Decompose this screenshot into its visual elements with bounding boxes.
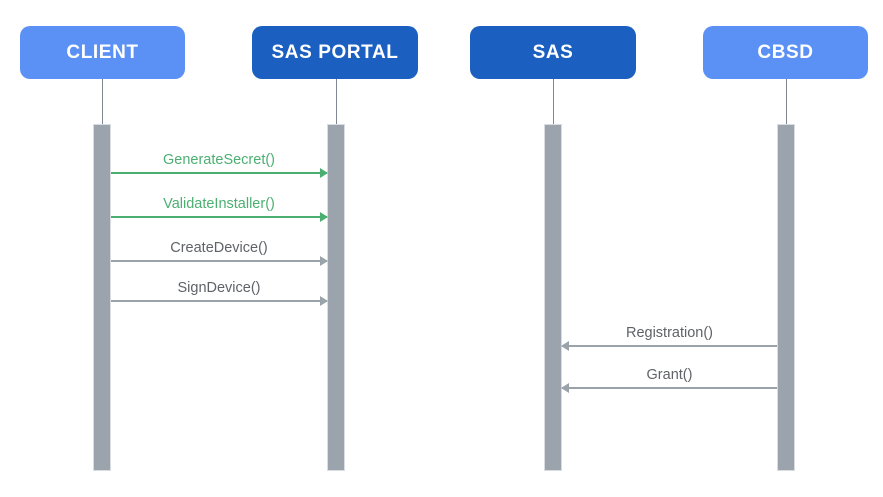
message-line [111,172,327,174]
message-line [562,345,777,347]
arrowhead-right-icon [320,256,328,266]
message-create-device[interactable]: CreateDevice() [111,240,328,266]
lifeline-sas [553,79,554,124]
actor-box-sas[interactable]: SAS [470,26,636,79]
message-registration[interactable]: Registration() [561,325,777,351]
actor-label-cbsd: CBSD [757,42,814,63]
actor-box-sas-portal[interactable]: SAS PORTAL [252,26,418,79]
arrowhead-right-icon [320,212,328,222]
arrowhead-left-icon [561,383,569,393]
arrowhead-left-icon [561,341,569,351]
message-line [562,387,777,389]
message-line [111,300,327,302]
message-line [111,216,327,218]
actor-label-sas-portal: SAS PORTAL [271,42,399,63]
message-line [111,260,327,262]
arrowhead-right-icon [320,168,328,178]
message-label: CreateDevice() [170,239,268,256]
activation-bar-client [93,124,111,471]
actor-box-client[interactable]: CLIENT [20,26,185,79]
arrowhead-right-icon [320,296,328,306]
message-label: SignDevice() [177,279,261,296]
message-label: GenerateSecret() [162,151,276,168]
message-label: Registration() [625,324,714,341]
activation-bar-cbsd [777,124,795,471]
message-validate-installer[interactable]: ValidateInstaller() [111,196,328,222]
actor-box-cbsd[interactable]: CBSD [703,26,868,79]
actor-label-client: CLIENT [66,42,139,63]
message-grant[interactable]: Grant() [561,367,777,393]
actor-label-sas: SAS [532,42,574,63]
message-generate-secret[interactable]: GenerateSecret() [111,152,328,178]
activation-bar-sas [544,124,562,471]
lifeline-sas-portal [336,79,337,124]
activation-bar-sas-portal [327,124,345,471]
message-sign-device[interactable]: SignDevice() [111,280,328,306]
message-label: Grant() [646,366,693,383]
lifeline-cbsd [786,79,787,124]
message-label: ValidateInstaller() [163,195,275,212]
lifeline-client [102,79,103,124]
